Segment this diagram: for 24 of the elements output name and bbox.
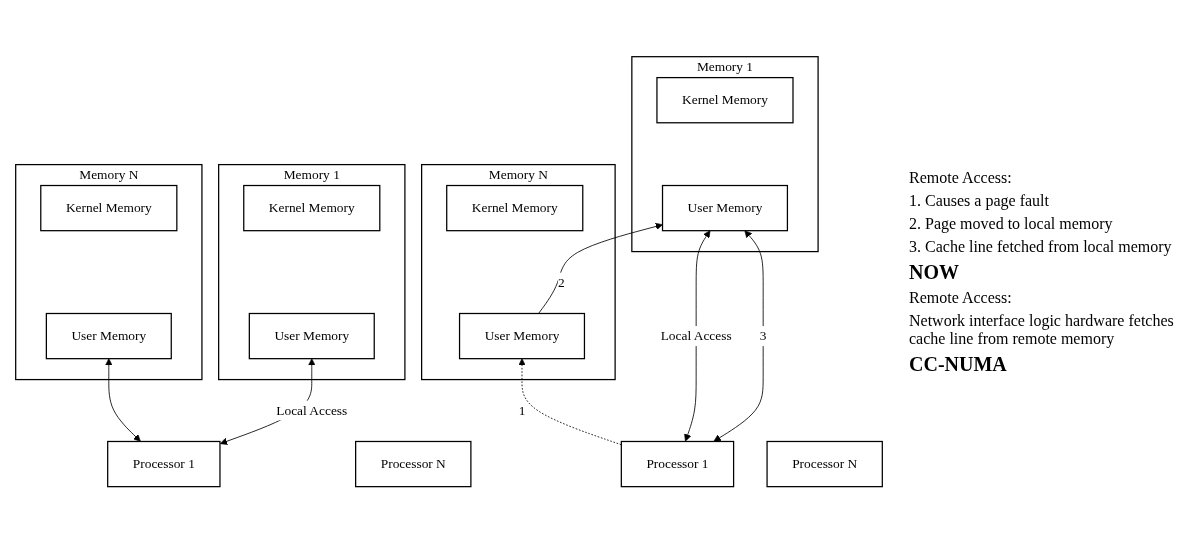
- component-box: Processor 1: [620, 441, 734, 488]
- component-box: Processor 1: [106, 441, 221, 488]
- component-box: User Memory: [458, 313, 585, 360]
- note-text: Network interface logic hardware fetches cache line from remote memory: [909, 311, 1175, 348]
- component-box: User Memory: [45, 313, 172, 360]
- panel-caption: CC-NUMA: [909, 352, 1008, 376]
- component-box: Kernel Memory: [445, 185, 583, 232]
- edge-label: Local Access: [660, 326, 732, 347]
- edge-label: Local Access: [275, 400, 347, 421]
- component-box: Kernel Memory: [39, 185, 177, 232]
- arrow: [104, 358, 141, 442]
- note-text: Remote Access:: [909, 168, 1013, 187]
- panel-caption: NOW: [909, 260, 960, 284]
- component-box: Kernel Memory: [655, 77, 794, 124]
- component-box: User Memory: [661, 185, 788, 232]
- component-box: User Memory: [248, 313, 375, 360]
- note-text: 1. Causes a page fault: [909, 191, 1050, 210]
- component-box: Processor N: [354, 441, 471, 488]
- component-box: Kernel Memory: [242, 185, 380, 232]
- note-text: 3. Cache line fetched from local memory: [909, 237, 1173, 256]
- note-text: Remote Access:: [909, 288, 1013, 307]
- edge-label: 3: [759, 326, 766, 347]
- component-box: Processor N: [765, 441, 883, 488]
- note-text: 2. Page moved to local memory: [909, 214, 1114, 233]
